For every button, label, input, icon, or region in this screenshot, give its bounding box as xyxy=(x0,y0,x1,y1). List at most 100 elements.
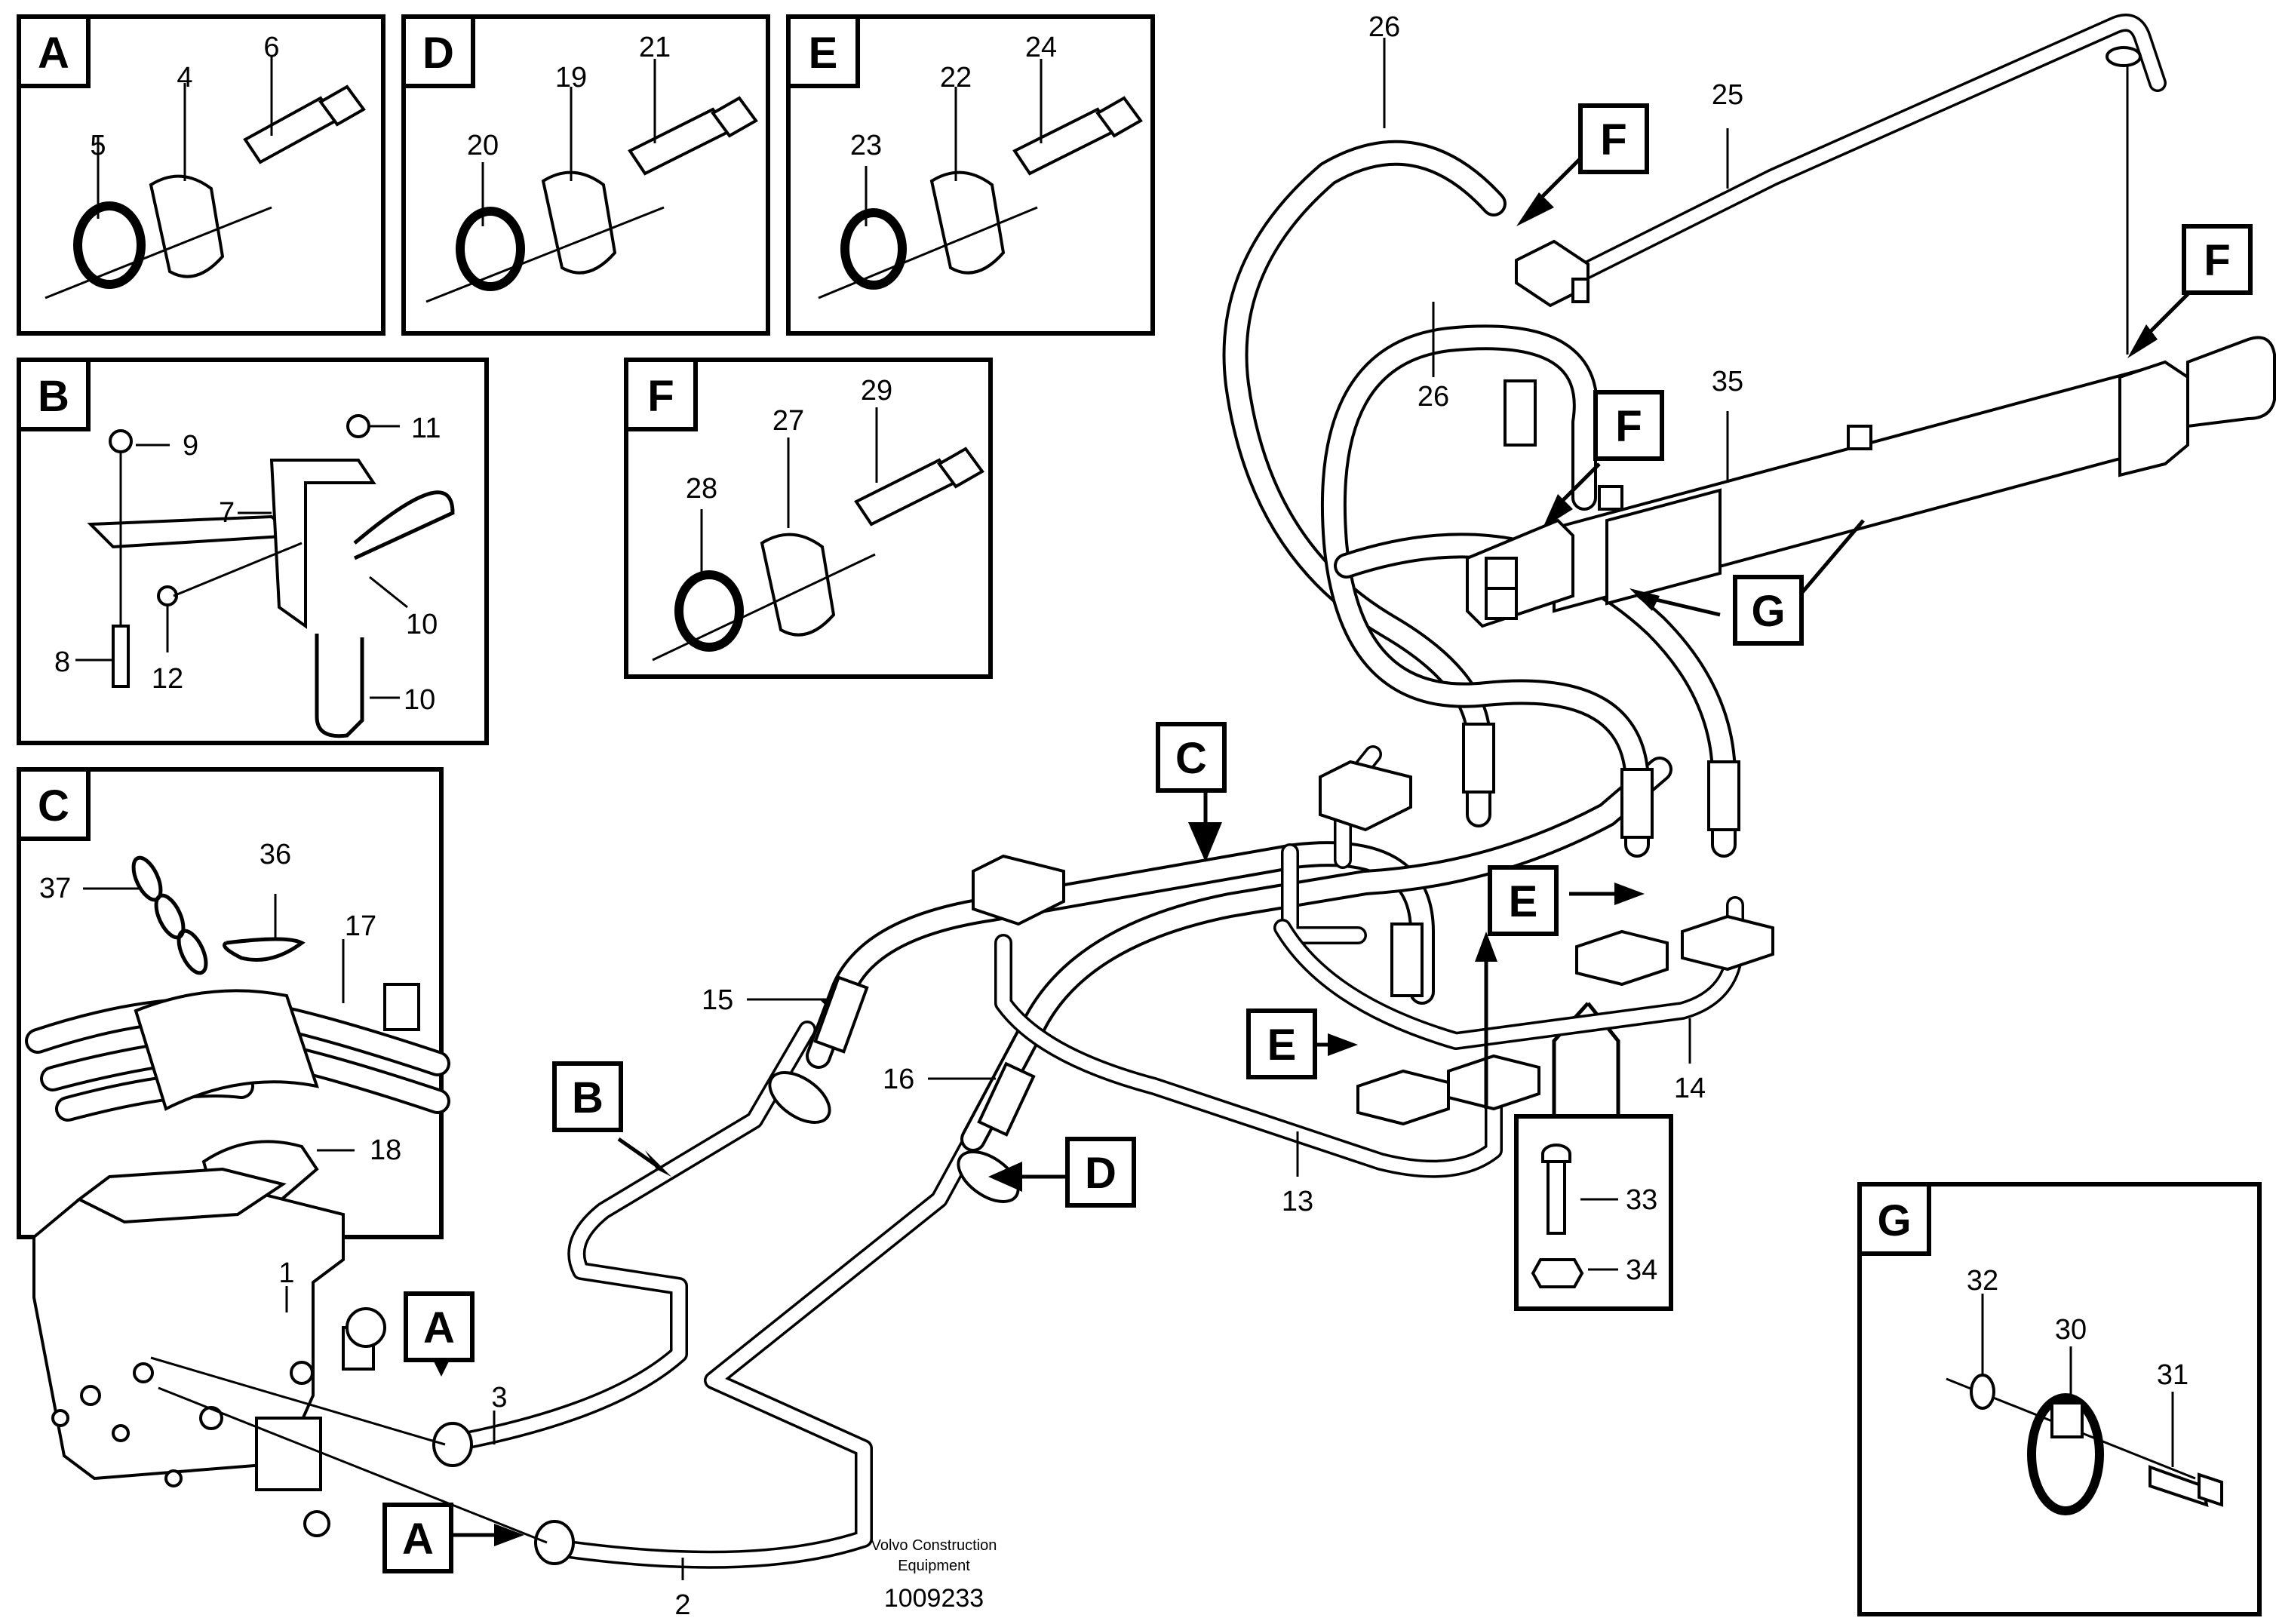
label-11: 11 xyxy=(411,413,441,444)
label-4: 4 xyxy=(177,62,192,94)
label-13: 13 xyxy=(1282,1186,1313,1217)
label-36: 36 xyxy=(260,839,291,870)
label-34: 34 xyxy=(1626,1254,1657,1286)
callout-box-a2: A xyxy=(382,1503,453,1573)
svg-text:E: E xyxy=(1509,877,1538,926)
panel-c-letter: C xyxy=(38,781,69,830)
flange-block-top xyxy=(1319,760,1412,832)
label-29: 29 xyxy=(861,375,892,407)
flange-half-4 xyxy=(149,174,225,278)
svg-text:D: D xyxy=(1085,1149,1116,1198)
hydraulic-cylinder-35 xyxy=(1466,336,2276,628)
label-35: 35 xyxy=(1712,366,1743,398)
detail-panel-a: A 5 4 6 xyxy=(17,14,385,336)
flange-block-left xyxy=(972,854,1065,926)
panel-f-letter: F xyxy=(647,372,674,421)
bolt-33-head xyxy=(1541,1144,1571,1163)
label-8: 8 xyxy=(54,646,70,678)
label-15: 15 xyxy=(702,984,733,1016)
label-33: 33 xyxy=(1626,1184,1657,1216)
clip-band xyxy=(383,983,420,1031)
detail-panel-e: E 23 22 24 xyxy=(786,14,1155,336)
label-18: 18 xyxy=(370,1134,401,1166)
o-ring-20 xyxy=(456,207,525,291)
svg-text:F: F xyxy=(2204,236,2230,285)
pipe-2 xyxy=(534,1107,994,1569)
label-28: 28 xyxy=(686,473,717,505)
detail-panel-c: C 37 36 17 18 xyxy=(17,767,450,1239)
label-2: 2 xyxy=(674,1589,690,1621)
label-14: 14 xyxy=(1674,1073,1706,1104)
washer-32 xyxy=(1970,1374,1995,1410)
label-9: 9 xyxy=(183,430,198,462)
callout-box-b: B xyxy=(552,1061,623,1132)
bolt-31 xyxy=(2149,1465,2209,1507)
svg-text:E: E xyxy=(1267,1021,1297,1070)
label-16: 16 xyxy=(883,1064,914,1095)
tube-25 xyxy=(1515,14,2167,308)
manufacturer-line1: Volvo Construction xyxy=(871,1537,997,1554)
label-24: 24 xyxy=(1025,32,1057,63)
panel-d-letter: D xyxy=(422,29,454,78)
detail-panel-g: G 32 30 31 xyxy=(1857,1182,2262,1616)
callout-box-f1: F xyxy=(1578,103,1649,174)
label-22: 22 xyxy=(940,62,972,94)
label-3: 3 xyxy=(491,1382,507,1414)
pipe-3 xyxy=(432,1021,816,1467)
label-1: 1 xyxy=(278,1257,294,1289)
o-ring-28 xyxy=(674,570,744,652)
flange-half-22 xyxy=(929,170,1006,275)
label-26b: 26 xyxy=(1418,381,1449,413)
chain-37 xyxy=(131,855,208,975)
label-10b: 10 xyxy=(404,684,435,716)
label-30: 30 xyxy=(2055,1314,2087,1346)
label-19: 19 xyxy=(555,62,587,94)
clip-36 xyxy=(223,937,306,962)
manufacturer-line2: Equipment xyxy=(898,1558,970,1574)
drawing-number: 1009233 xyxy=(884,1584,984,1613)
callout-box-f2: F xyxy=(1593,390,1664,461)
flange-block-e4 xyxy=(1681,914,1774,972)
label-5: 5 xyxy=(90,130,106,161)
callout-box-f3: F xyxy=(2182,224,2253,295)
main-assembly: 1 3 2 15 xyxy=(32,11,2276,1621)
detail-box-33-34: 33 34 xyxy=(1514,1002,1673,1311)
label-23: 23 xyxy=(850,130,882,161)
callout-box-d: D xyxy=(1065,1137,1136,1208)
callout-box-e1: E xyxy=(1246,1008,1317,1079)
svg-text:G: G xyxy=(1751,587,1785,636)
label-6: 6 xyxy=(263,32,279,63)
bracket-7 xyxy=(269,459,376,629)
nut-11 xyxy=(346,414,370,438)
callout-box-g: G xyxy=(1733,575,1804,646)
bolt-8 xyxy=(112,625,130,688)
label-31: 31 xyxy=(2157,1359,2188,1391)
label-32: 32 xyxy=(1967,1265,1998,1297)
hose-16 xyxy=(960,757,1672,1152)
svg-text:F: F xyxy=(1615,402,1642,451)
panel-b-letter: B xyxy=(38,372,69,421)
label-17: 17 xyxy=(345,910,376,942)
svg-text:F: F xyxy=(1600,115,1626,164)
svg-text:B: B xyxy=(572,1073,604,1122)
label-12: 12 xyxy=(152,663,183,695)
clamp-30 xyxy=(2027,1393,2104,1515)
panel-g-letter: G xyxy=(1877,1196,1911,1245)
drawing-footer: Volvo Construction Equipment 1009233 xyxy=(871,1537,997,1613)
hose-wrap-17 xyxy=(25,983,450,1122)
label-21: 21 xyxy=(639,32,671,63)
u-bolt-10 xyxy=(353,490,455,560)
svg-text:C: C xyxy=(1175,734,1207,783)
callout-box-a1: A xyxy=(404,1291,475,1362)
flange-block-e1 xyxy=(1356,1069,1450,1126)
svg-text:A: A xyxy=(423,1303,455,1352)
o-ring-5 xyxy=(73,201,146,289)
flange-block-e3 xyxy=(1575,929,1669,987)
detail-panel-f: F 28 27 29 xyxy=(624,358,993,679)
callout-box-c: C xyxy=(1156,722,1227,793)
label-26a: 26 xyxy=(1368,11,1400,43)
detail-panel-d: D 20 19 21 xyxy=(401,14,770,336)
label-10a: 10 xyxy=(406,609,438,640)
control-valve-1 xyxy=(32,1167,386,1537)
